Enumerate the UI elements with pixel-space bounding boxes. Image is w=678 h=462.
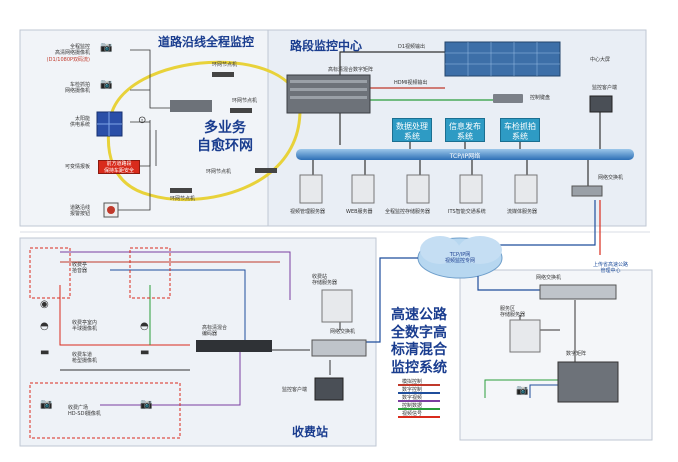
server-label-4: ITS智能交通系统 bbox=[448, 209, 486, 215]
ring-node-label-3: 环网节点机 bbox=[206, 169, 232, 175]
station-title: 收费站 bbox=[292, 425, 329, 439]
center-title: 路段监控中心 bbox=[290, 39, 363, 53]
ring-network bbox=[106, 60, 302, 202]
service-storage bbox=[509, 319, 541, 353]
center-switch-label: 网络交换机 bbox=[598, 175, 624, 181]
system-box-capture: 车检抓拍 系统 bbox=[500, 118, 540, 142]
encoder bbox=[196, 340, 272, 352]
solar-label: 太阳能 供电系统 bbox=[69, 116, 90, 128]
center-connectors bbox=[312, 51, 601, 255]
booth-dashed-box-b bbox=[129, 247, 171, 299]
hd-camera-icon-b: 📷 bbox=[140, 399, 153, 410]
hd-camera-icon: 📷 bbox=[40, 399, 53, 410]
bullet-camera-icon: ▬ bbox=[40, 347, 50, 358]
ip-network-bar: TCP/IP网络 bbox=[296, 149, 634, 160]
booth-mic-icon: ◉ bbox=[40, 299, 49, 310]
keyboard-label: 控制键盘 bbox=[530, 95, 551, 101]
service-camera-icon: 📷 bbox=[516, 385, 529, 396]
station-switch-label: 网络交换机 bbox=[330, 329, 356, 335]
video-wall bbox=[444, 41, 561, 77]
d1-output-label: D1视频输出 bbox=[398, 44, 426, 50]
station-client-label: 监控客户端 bbox=[282, 387, 308, 393]
devices bbox=[96, 41, 619, 403]
center-switch bbox=[571, 185, 603, 197]
camera-a-label: 全程监控 高清网络摄像机 bbox=[54, 44, 90, 56]
ring-title: 多业务 自愈环网 bbox=[197, 120, 253, 154]
ring-node-label-4: 环网节点机 bbox=[170, 196, 196, 202]
warning-sign: 前方道路段 保持车距安全 bbox=[98, 160, 140, 174]
legend-arrows bbox=[398, 384, 440, 418]
ring-node-4 bbox=[170, 188, 192, 193]
booth-cam-2-label: 收费亭室内 半球摄像机 bbox=[72, 320, 98, 332]
bullet-camera-icon-b: ▬ bbox=[140, 347, 150, 358]
service-matrix bbox=[557, 361, 619, 403]
plaza-cam-label: 收费广场 HD-SDI摄像机 bbox=[68, 405, 101, 417]
encoder-label: 高标清混合 编码器 bbox=[202, 325, 228, 337]
service-storage-label: 服务区 存储服务器 bbox=[500, 306, 526, 318]
upload-label: 上传省高速公路 管理中心 bbox=[593, 262, 629, 274]
booth-cam-3-label: 收费车道 枪型摄像机 bbox=[72, 352, 98, 364]
station-client bbox=[314, 377, 344, 401]
legend-5: 视频信号 bbox=[402, 411, 423, 417]
camera-a-icon: 📷 bbox=[100, 42, 113, 53]
ring-node-label-2: 环网节点机 bbox=[232, 98, 258, 104]
solar-panel bbox=[96, 111, 123, 137]
system-box-info: 信息发布 系统 bbox=[445, 118, 485, 142]
server-label-5: 流媒体服务器 bbox=[507, 209, 538, 215]
system-box-data: 数据处理 系统 bbox=[392, 118, 432, 142]
wan-cloud bbox=[417, 236, 503, 279]
road-monitoring-title: 道路沿线全程监控 bbox=[158, 35, 255, 49]
power-converter-icon: ⊙ bbox=[138, 115, 147, 126]
center-client-monitor bbox=[589, 95, 613, 113]
ip-network-label: TCP/IP网络 bbox=[449, 153, 481, 160]
alarm-label: 道路沿线 报警按钮 bbox=[69, 205, 90, 217]
station-storage bbox=[321, 289, 353, 323]
booth-cam-1-label: 收费亭 拾音器 bbox=[72, 262, 88, 274]
service-switch bbox=[539, 284, 617, 300]
info-board-label: 可变情报板 bbox=[64, 164, 90, 170]
ring-node-label-1: 环网节点机 bbox=[212, 62, 238, 68]
camera-b-label: 车检抓拍 网络摄像机 bbox=[64, 82, 90, 94]
booth-dashed-box-a bbox=[29, 247, 71, 299]
server-label-3: 全程监控存储服务器 bbox=[385, 209, 431, 215]
ring-node-3 bbox=[255, 168, 277, 173]
legend-2: 数字控制 bbox=[402, 387, 423, 393]
ring-node-1 bbox=[212, 72, 234, 77]
video-wall-label: 中心大屏 bbox=[590, 57, 611, 63]
keyboard bbox=[493, 94, 523, 103]
camera-a-note: (D1/1080P双码流) bbox=[46, 57, 90, 63]
station-storage-label: 收费站 存储服务器 bbox=[312, 274, 338, 286]
service-matrix-label: 数字矩阵 bbox=[566, 351, 587, 357]
system-title: 高速公路 全数字高 标清混合 监控系统 bbox=[391, 307, 447, 376]
plaza-dashed-box bbox=[29, 382, 181, 439]
camera-b-icon: 📷 bbox=[100, 79, 113, 90]
server-row bbox=[299, 174, 538, 204]
road-connectors bbox=[118, 49, 170, 211]
station-lines bbox=[59, 251, 341, 406]
matrix-label: 高标清混合数字矩阵 bbox=[328, 67, 374, 73]
cloud-label: TCP/IP网 视频监控专网 bbox=[444, 252, 475, 264]
dome-camera-icon-b: ◓ bbox=[140, 321, 149, 332]
legend-1: 模拟控制 bbox=[402, 379, 423, 385]
server-label-2: WEB服务器 bbox=[346, 209, 373, 215]
hdmi-output-label: HDMI视频输出 bbox=[394, 80, 428, 86]
server-label-1: 视频管理服务器 bbox=[290, 209, 326, 215]
road-hub bbox=[170, 100, 212, 112]
center-client-label: 监控客户端 bbox=[592, 85, 618, 91]
service-switch-label: 网络交换机 bbox=[536, 275, 562, 281]
ring-node-2 bbox=[230, 108, 252, 113]
station-switch bbox=[311, 339, 367, 357]
legend-4: 控制数据 bbox=[402, 403, 423, 409]
legend-3: 数字视频 bbox=[402, 395, 423, 401]
dome-camera-icon: ◓ bbox=[40, 321, 49, 332]
